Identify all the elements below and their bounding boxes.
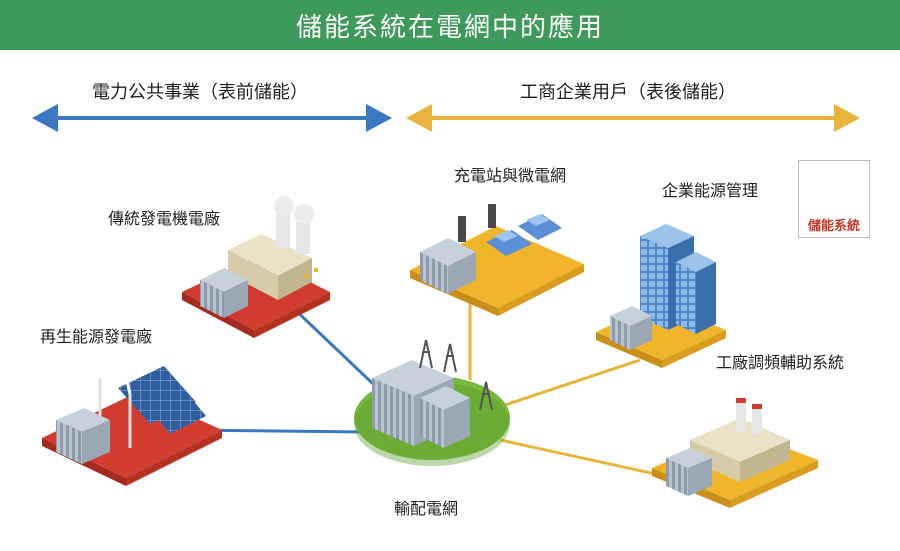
renewable-plant-illustration [42,359,222,486]
ev-station-illustration [410,204,584,316]
traditional-plant-illustration [182,196,330,338]
utility-section-label: 電力公共事業（表前儲能） [92,82,308,103]
car-icon-2 [518,214,562,240]
enterprise-illustration [596,224,726,368]
user-section-label: 工商企業用戶（表後儲能） [520,82,736,103]
line-factory-grid [499,438,661,477]
enterprise-label: 企業能源管理 [662,181,759,200]
legend-label: 儲能系統 [807,219,860,234]
renewable-plant-label: 再生能源發電廠 [40,327,153,346]
traditional-plant-label: 傳統發電機電廠 [108,209,221,228]
factory-illustration [652,398,818,508]
factory-label: 工廠調頻輔助系統 [716,353,845,372]
car-icon-1 [486,230,532,256]
page-title: 儲能系統在電網中的應用 [295,12,604,43]
line-enterprise-grid [504,358,641,407]
title-bar: 儲能系統在電網中的應用 [0,0,900,50]
utility-arrow [32,104,392,132]
grid-hub-illustration [354,339,510,466]
grid-label: 輸配電網 [394,499,459,518]
legend-box: 儲能系統 [798,160,870,238]
ev-station-label: 充電站與微電網 [454,166,567,185]
user-arrow [406,104,860,132]
